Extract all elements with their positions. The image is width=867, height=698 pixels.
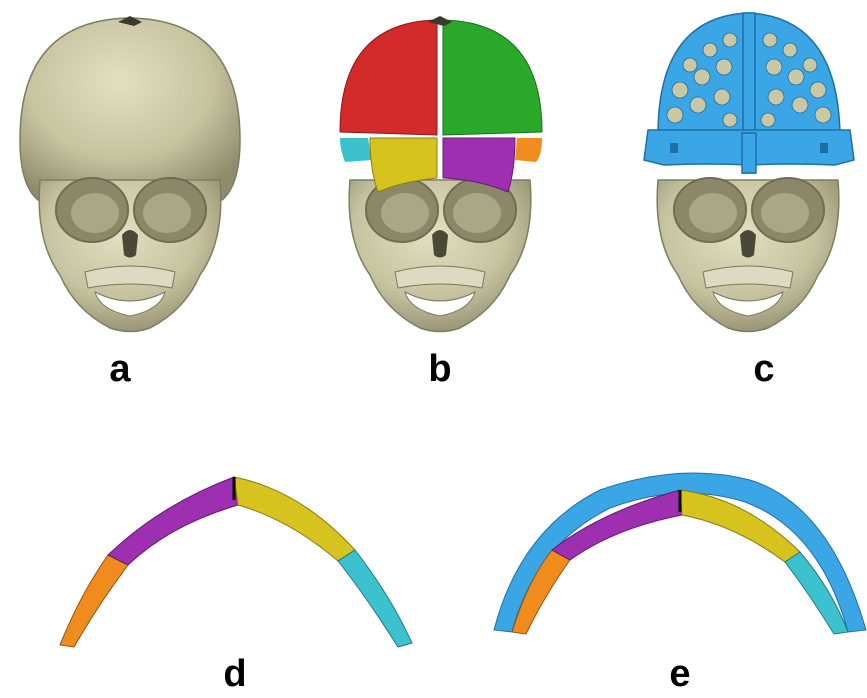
green-segment	[443, 20, 542, 135]
panel-d-cranial-section	[50, 465, 430, 655]
panel-label-c: c	[753, 350, 774, 388]
panel-c-skull-helmet	[630, 5, 867, 340]
panel-label-d: d	[223, 655, 246, 693]
panel-e-cranial-section-helmet	[490, 460, 867, 640]
orange-bone-segment	[60, 555, 128, 647]
yellow-bone-segment	[234, 477, 355, 561]
orange-segment	[515, 138, 542, 162]
cyan-bone-segment	[338, 550, 412, 647]
panel-label-b: b	[428, 350, 451, 388]
purple-bone-segment	[108, 477, 238, 565]
panel-label-a: a	[109, 350, 130, 388]
red-segment	[340, 20, 437, 135]
panel-a-skull	[0, 10, 260, 340]
cyan-segment	[340, 138, 372, 162]
panel-b-segmented-skull	[310, 10, 570, 340]
panel-label-e: e	[669, 655, 690, 693]
